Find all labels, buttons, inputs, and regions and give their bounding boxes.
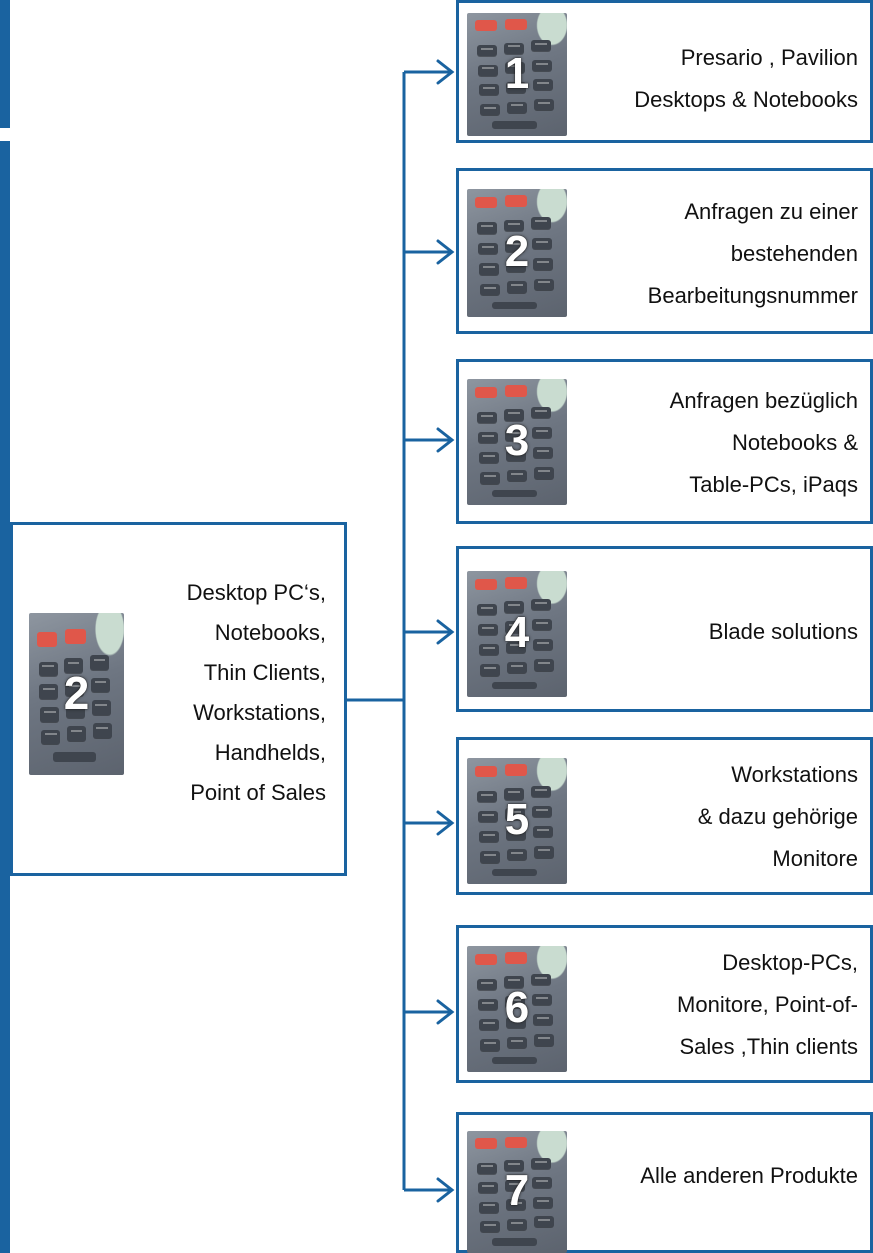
option-box-7: 7 Alle anderen Produkte [456, 1112, 873, 1253]
option-label-3: Anfragen bezüglich Notebooks & Table-PCs… [669, 388, 858, 497]
left-accent-bar [0, 0, 10, 128]
keypad-digit: 3 [504, 416, 530, 465]
keypad-image: 3 [467, 379, 567, 505]
keypad-digit: 7 [504, 1166, 530, 1215]
option-label-4: Blade solutions [708, 619, 858, 644]
arrow-head-5 [436, 810, 455, 836]
arrow-head-6 [436, 999, 455, 1025]
left-accent-bar [0, 141, 10, 1253]
source-box: 2 Desktop PC‘s, Notebooks, Thin Clients,… [10, 522, 347, 876]
keypad-digit: 4 [504, 608, 530, 657]
option-label-1: Presario , Pavilion Desktops & Notebooks [634, 45, 858, 112]
option-label-2: Anfragen zu einer bestehenden Bearbeitun… [647, 199, 858, 308]
arrow-head-1 [436, 59, 455, 85]
arrow-head-3 [436, 427, 455, 453]
keypad-digit: 2 [504, 227, 530, 276]
arrow-head-2 [436, 239, 455, 265]
option-label-5: Workstations & dazu gehörige Monitore [697, 762, 858, 871]
option-box-3: 3 Anfragen bezüglich Notebooks & Table-P… [456, 359, 873, 524]
keypad-digit: 2 [63, 666, 90, 719]
arrow-head-4 [436, 619, 455, 645]
keypad-digit: 5 [504, 795, 530, 844]
option-box-2: 2 Anfragen zu einer bestehenden Bearbeit… [456, 168, 873, 334]
option-box-5: 5 Workstations & dazu gehörige Monitore [456, 737, 873, 895]
keypad-image: 2 [467, 189, 567, 317]
option-box-1: 1 Presario , Pavilion Desktops & Noteboo… [456, 0, 873, 143]
arrow-head-7 [436, 1177, 455, 1203]
keypad-image: 6 [467, 946, 567, 1072]
keypad-digit: 6 [504, 983, 530, 1032]
keypad-digit: 1 [504, 48, 530, 98]
option-label-7: Alle anderen Produkte [640, 1163, 858, 1188]
keypad-image: 2 [29, 613, 124, 775]
keypad-image: 5 [467, 758, 567, 884]
source-description: Desktop PC‘s, Notebooks, Thin Clients, W… [186, 580, 326, 805]
keypad-image: 4 [467, 571, 567, 697]
option-box-6: 6 Desktop-PCs, Monitore, Point-of- Sales… [456, 925, 873, 1083]
keypad-image: 7 [467, 1131, 567, 1253]
option-box-4: 4 Blade solutions [456, 546, 873, 712]
option-label-6: Desktop-PCs, Monitore, Point-of- Sales ,… [677, 950, 858, 1059]
keypad-image: 1 [467, 13, 567, 136]
